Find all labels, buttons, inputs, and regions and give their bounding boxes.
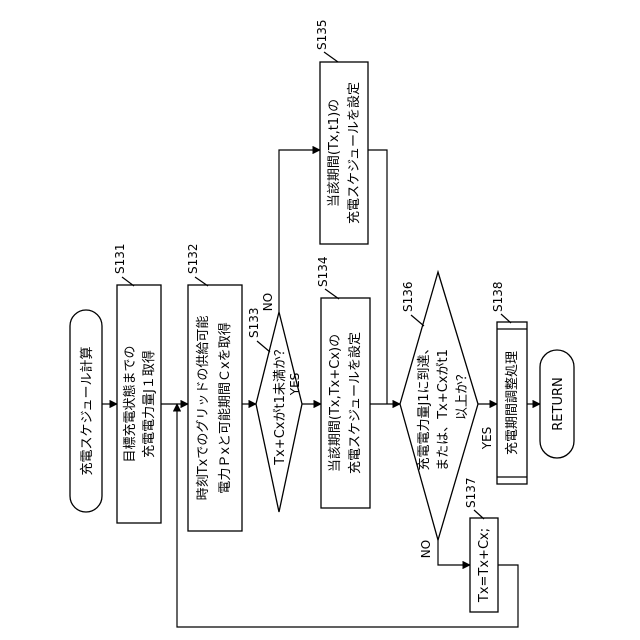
process-s132: 時刻Txでのグリッドの供給可能 電力Ｐxと可能期間Ｃxを取得 S132	[186, 243, 242, 531]
step-label-s132: S132	[186, 243, 200, 274]
line-s135-to-junction	[368, 150, 387, 404]
arrow-s133-no-to-s135	[279, 150, 320, 312]
process-s138: 充電期間調整処理 S138	[491, 281, 527, 484]
process-s131-line1: 目標充電状態までの	[122, 345, 138, 462]
start-terminal: 充電スケジュール計算	[70, 310, 102, 512]
process-s132-line1: 時刻Txでのグリッドの供給可能	[196, 316, 211, 501]
process-s137-text: Tx=Tx+Cx;	[477, 528, 492, 603]
step-label-s137: S137	[464, 477, 478, 508]
decision-s136-line1: 充電電力量J1に到達、	[416, 341, 432, 470]
decision-s136-line2: または、Tx+Cxがt1	[436, 349, 451, 471]
process-s135-line1: 当該期間(Tx,t1)の	[326, 99, 342, 207]
return-terminal-text: RETURN	[551, 377, 566, 430]
leader-s136	[411, 315, 424, 326]
step-label-s138: S138	[491, 281, 505, 312]
step-label-s131: S131	[113, 243, 127, 274]
process-s135: 当該期間(Tx,t1)の 充電スケジュールを設定 S135	[315, 19, 368, 244]
decision-s136-line3: 以上か？	[455, 368, 470, 420]
decision-s133-text: Tx+Cxがt1未満か？	[273, 343, 288, 466]
decision-s136-yes-label: YES	[480, 427, 494, 451]
process-s134-line1: 当該期間(Tx,Tx+Cx)の	[327, 334, 343, 472]
process-s138-text: 充電期間調整処理	[504, 351, 520, 455]
step-label-s133: S133	[247, 307, 261, 338]
leader-s133	[257, 341, 270, 352]
decision-s133-no-label: NO	[261, 293, 275, 311]
process-s134: 当該期間(Tx,Tx+Cx)の 充電スケジュールを設定 S134	[316, 256, 370, 508]
decision-s133-yes-label: YES	[288, 373, 302, 397]
start-terminal-text: 充電スケジュール計算	[79, 346, 95, 475]
step-label-s136: S136	[401, 281, 415, 312]
decision-s136-no-label: NO	[419, 540, 433, 558]
process-s135-line2: 充電スケジュールを設定	[346, 82, 362, 224]
process-s137: Tx=Tx+Cx; S137	[464, 477, 498, 612]
process-s132-line2: 電力Ｐxと可能期間Ｃxを取得	[217, 322, 233, 493]
leader-s135	[324, 52, 338, 62]
process-s131: 目標充電状態までの 充電電力量J１取得 S131	[113, 243, 161, 523]
process-s134-line2: 充電スケジュールを設定	[347, 332, 363, 474]
step-label-s134: S134	[316, 256, 330, 287]
process-s131-line2: 充電電力量J１取得	[141, 350, 157, 458]
return-terminal: RETURN	[540, 350, 574, 458]
decision-s133: Tx+Cxがt1未満か？ S133 YES NO	[247, 293, 302, 512]
step-label-s135: S135	[315, 19, 329, 50]
